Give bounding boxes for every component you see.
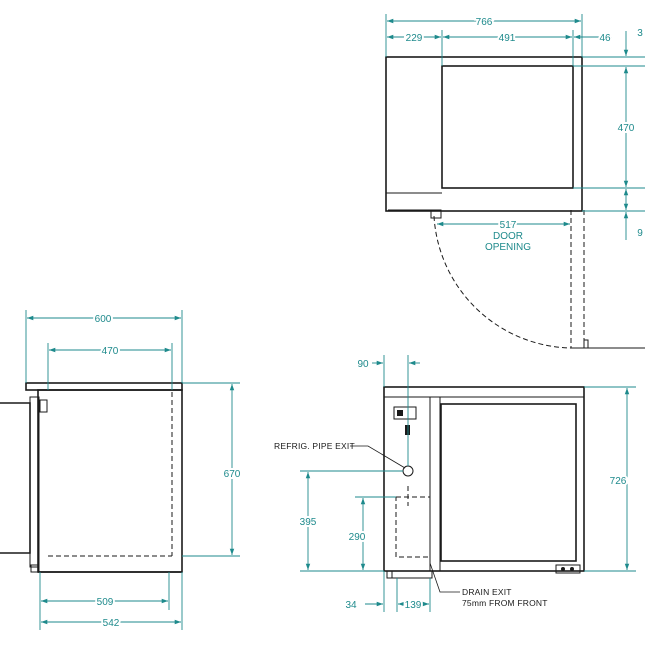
top-view-cabinet [385, 56, 583, 219]
side-view-dimensions [25, 310, 240, 630]
top-view-dimensions [385, 14, 645, 240]
dim-pipe-offset: 90 [357, 359, 369, 370]
dim-side-bottom-width: 542 [103, 618, 120, 629]
front-view-cabinet [383, 386, 585, 579]
dim-right-offset: 46 [599, 33, 611, 44]
top-view-door-swing [433, 210, 645, 349]
dim-overall-width: 766 [476, 17, 493, 28]
dim-side-height: 670 [224, 469, 241, 480]
dim-side-top-width: 600 [95, 314, 112, 325]
refrig-pipe-exit-label: REFRIG. PIPE EXIT [274, 441, 355, 451]
dim-glass-depth: 470 [618, 123, 635, 134]
dim-left-offset: 229 [406, 33, 423, 44]
dim-front-left-offset: 34 [345, 600, 357, 611]
front-view: 90 REFRIG. PIPE EXIT 395 290 726 34 139 … [274, 355, 636, 613]
door-opening-line1: DOOR [493, 231, 523, 242]
dim-drain-offset: 139 [405, 600, 422, 611]
drain-exit-label-line2: 75mm FROM FRONT [462, 598, 548, 608]
dim-side-inner-width: 470 [102, 346, 119, 357]
side-view: 600 470 670 509 542 [0, 310, 243, 631]
top-view: 766 229 491 46 3 470 9 517 DOOR OPENING [385, 14, 645, 349]
side-view-cabinet [0, 382, 183, 573]
door-opening-value: 517 [500, 220, 517, 231]
door-opening-line2: OPENING [485, 242, 531, 253]
dim-front-height: 726 [610, 476, 627, 487]
dim-bottom-offset: 9 [637, 228, 643, 239]
dim-side-base-width: 509 [97, 597, 114, 608]
drain-exit-label-line1: DRAIN EXIT [462, 587, 512, 597]
front-view-dimensions [300, 355, 636, 612]
dim-pipe-height: 395 [300, 517, 317, 528]
dim-top-offset: 3 [637, 28, 643, 39]
dim-glass-width: 491 [499, 33, 516, 44]
dim-drain-height: 290 [349, 532, 366, 543]
